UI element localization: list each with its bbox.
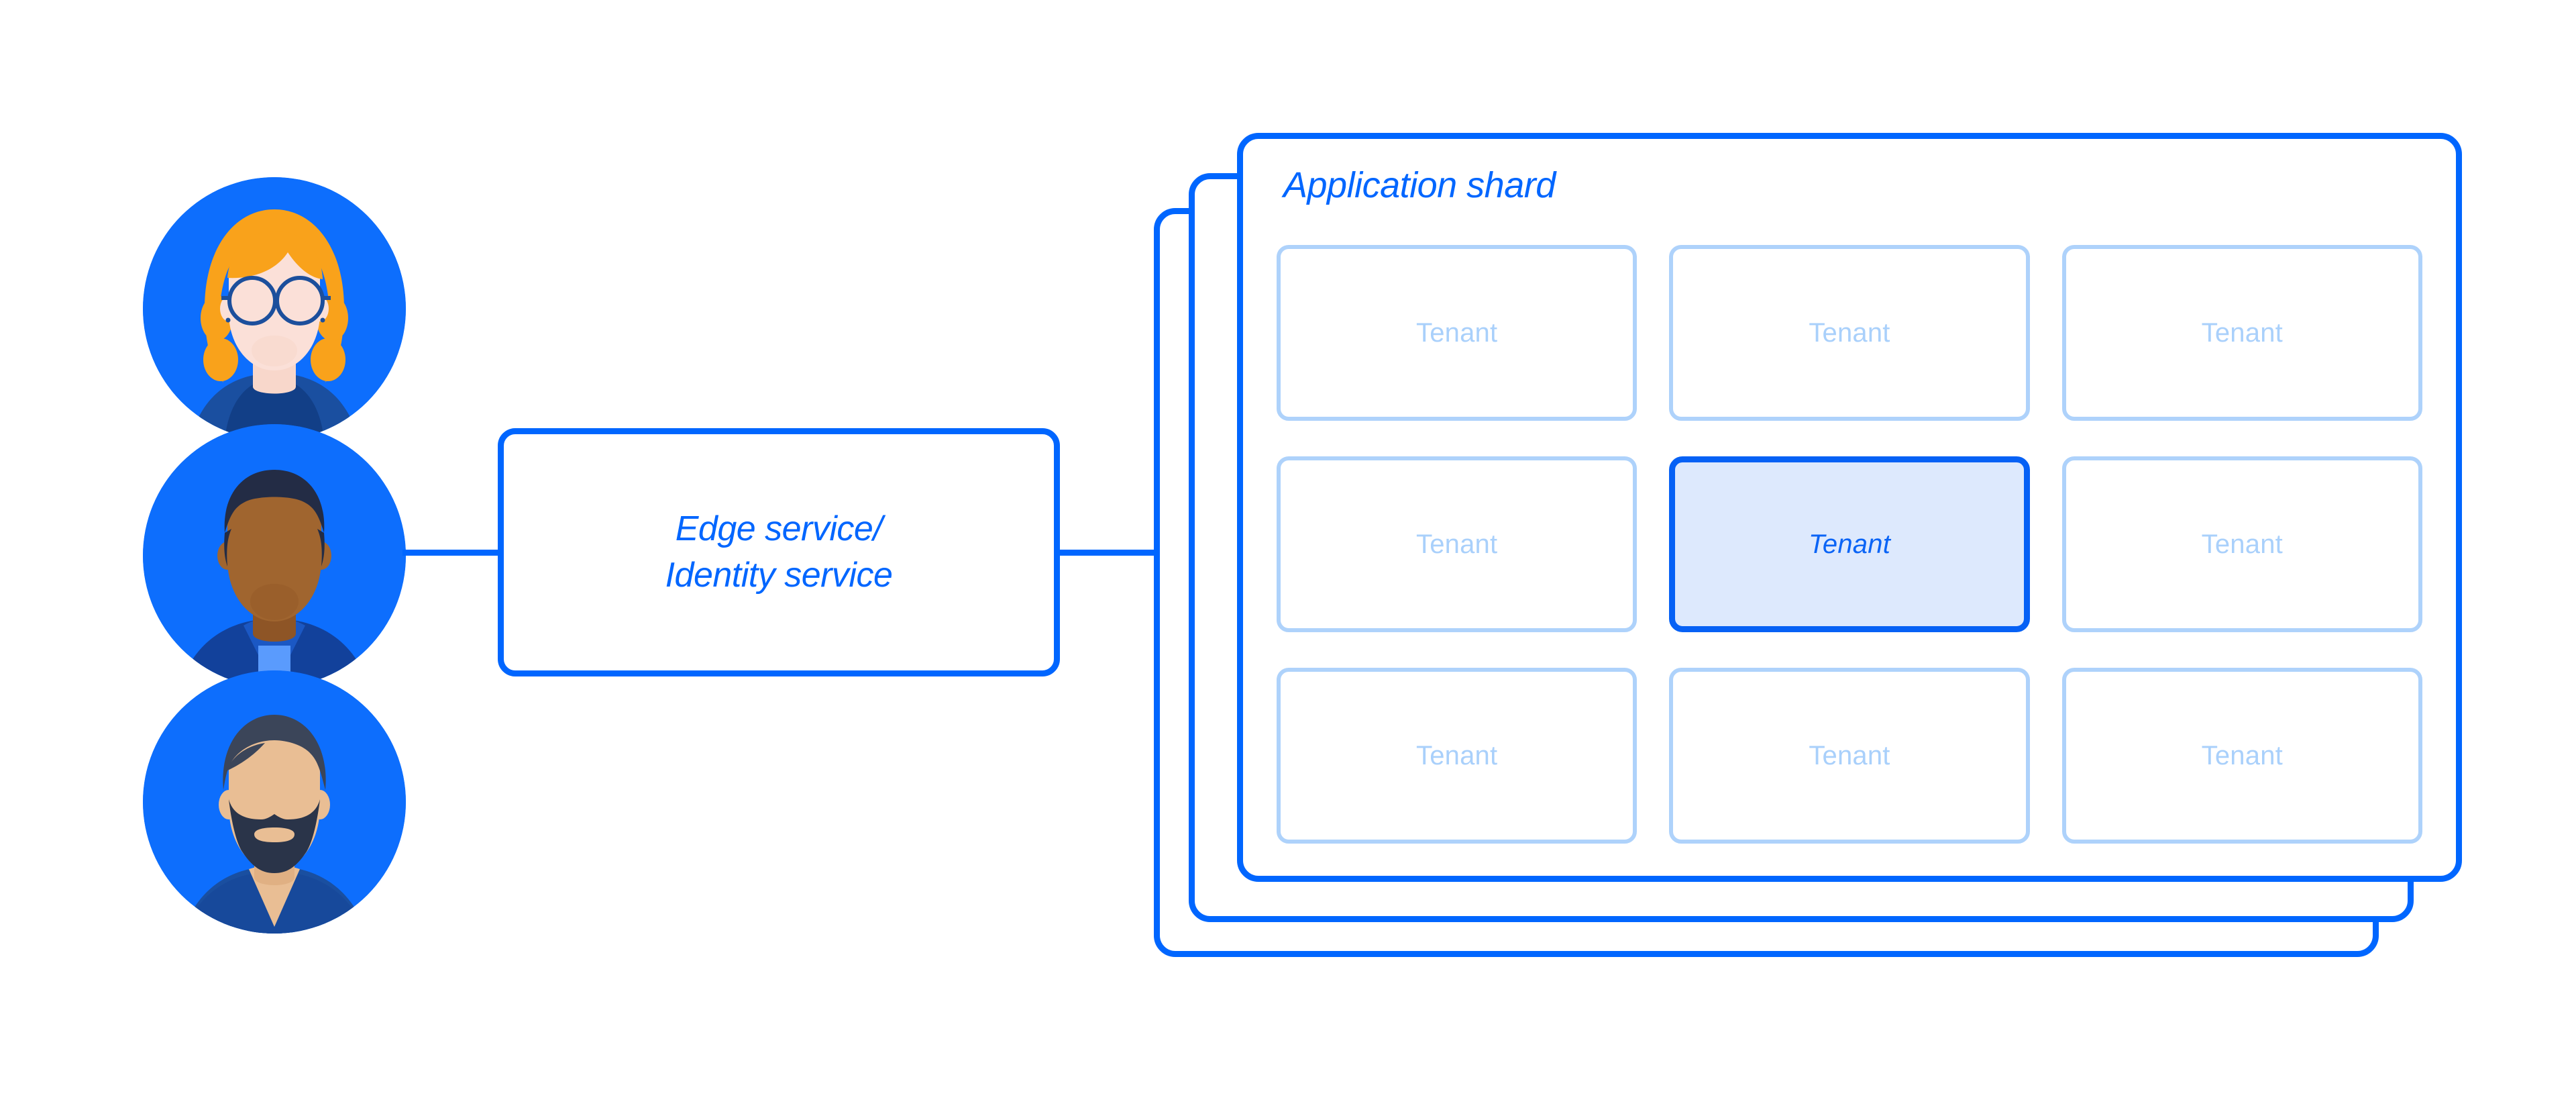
tenant-label: Tenant [1416,529,1498,559]
tenant-box[interactable]: Tenant [1669,245,2030,421]
connector-edge-service-to-shard-stack [1057,550,1157,556]
tenant-label: Tenant [2201,740,2283,770]
tenant-box[interactable]: Tenant [2061,245,2422,421]
tenant-label: Tenant [2201,317,2283,348]
tenant-label: Tenant [2201,529,2283,559]
application-shard-title: Application shard [1283,165,1556,205]
tenant-box[interactable]: Tenant [1277,245,1638,421]
edge-service-box[interactable]: Edge service/ Identity service [498,428,1060,676]
tenant-box[interactable]: Tenant [1669,668,2030,844]
tenant-label: Tenant [1416,317,1498,348]
tenant-label: Tenant [1416,740,1498,770]
connector-users-to-edge-service [402,550,500,556]
avatar-man-beard [143,670,406,934]
tenant-label: Tenant [1809,740,1890,770]
tenant-label: Tenant [1808,529,1891,559]
avatar-woman-glasses [143,177,406,440]
tenant-box[interactable]: Tenant [2061,456,2422,632]
tenant-box[interactable]: Tenant [2061,668,2422,844]
avatar-woman-glasses-art [143,177,406,440]
tenant-grid: Tenant Tenant Tenant Tenant Tenant Tenan… [1277,245,2422,844]
tenant-label: Tenant [1809,317,1890,348]
edge-service-label: Edge service/ Identity service [665,509,893,595]
tenant-box[interactable]: Tenant [1277,668,1638,844]
avatar-man-short-hair-art [143,424,406,687]
tenant-box-active[interactable]: Tenant [1669,456,2030,632]
tenant-box[interactable]: Tenant [1277,456,1638,632]
avatar-man-short-hair [143,424,406,687]
avatar-man-beard-art [143,670,406,934]
application-shard-card: Application shard Tenant Tenant Tenant T… [1237,133,2462,882]
